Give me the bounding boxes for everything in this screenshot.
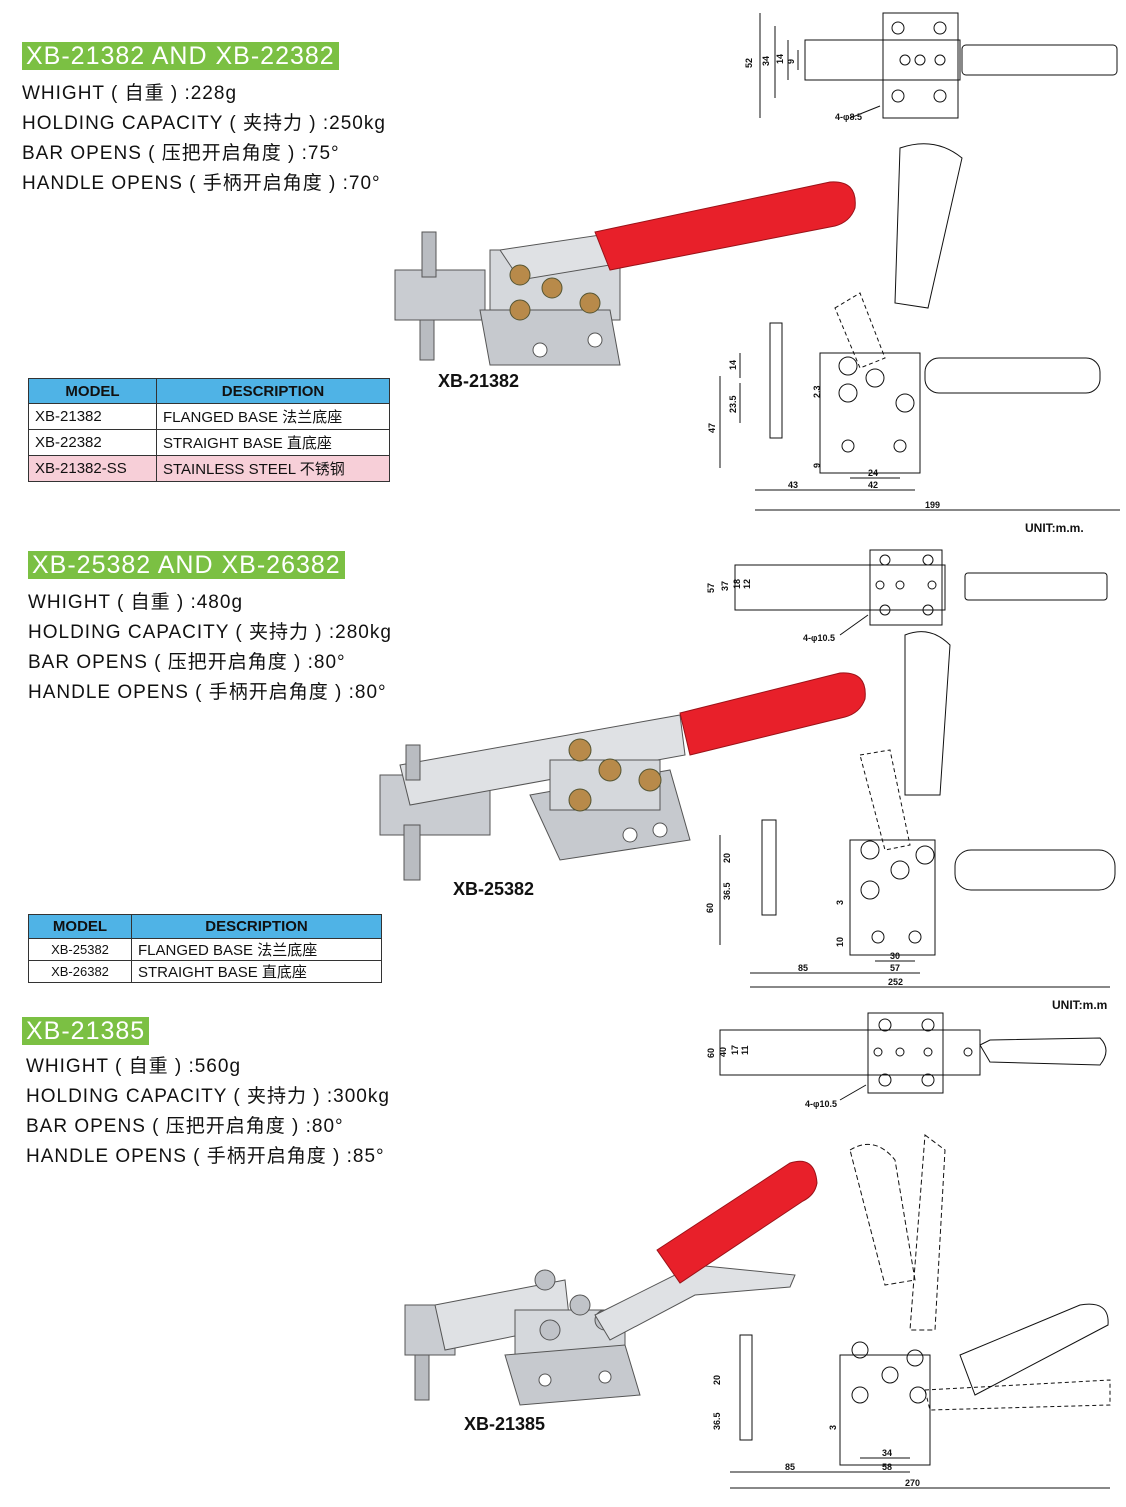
table-header-model: MODEL	[28, 914, 132, 939]
svg-text:14: 14	[775, 54, 785, 64]
svg-text:43: 43	[788, 480, 798, 490]
spec-weight: WHIGHT ( 自重 ) :480g	[28, 592, 244, 613]
svg-text:34: 34	[882, 1448, 892, 1458]
svg-text:11: 11	[740, 1045, 750, 1055]
svg-text:34: 34	[761, 56, 771, 66]
technical-drawing-1: 52 34 14 9 4-φ8.5 47 14 23.5 2.3 9 43 42…	[707, 12, 1120, 511]
svg-text:199: 199	[925, 500, 940, 510]
svg-text:47: 47	[707, 423, 717, 433]
svg-text:2.3: 2.3	[812, 385, 822, 398]
spec-bar-opens: BAR OPENS ( 压把开启角度 ) :80°	[28, 652, 346, 673]
unit-label-2: UNIT:m.m	[1052, 998, 1108, 1012]
svg-text:36.5: 36.5	[712, 1412, 722, 1430]
svg-text:85: 85	[798, 963, 808, 973]
model-table-1: MODEL DESCRIPTION XB-21382 FLANGED BASE …	[28, 378, 390, 482]
svg-text:3: 3	[835, 900, 845, 905]
svg-text:85: 85	[785, 1462, 795, 1472]
svg-text:30: 30	[890, 951, 900, 961]
clamp-photo-2	[379, 672, 866, 881]
spec-weight: WHIGHT ( 自重 ) :228g	[22, 83, 238, 104]
section-3-specs: WHIGHT ( 自重 ) :560g HOLDING CAPACITY ( 夹…	[26, 1052, 390, 1172]
svg-text:3: 3	[828, 1425, 838, 1430]
svg-text:40: 40	[718, 1047, 728, 1057]
spec-handle-opens: HANDLE OPENS ( 手柄开启角度 ) :85°	[26, 1146, 385, 1167]
table-row: XB-21382 FLANGED BASE 法兰底座	[28, 403, 390, 430]
svg-text:58: 58	[882, 1462, 892, 1472]
svg-text:9: 9	[786, 59, 796, 64]
spec-bar-opens: BAR OPENS ( 压把开启角度 ) :80°	[26, 1116, 344, 1137]
svg-text:20: 20	[722, 853, 732, 863]
table-row-highlighted: XB-21382-SS STAINLESS STEEL 不锈钢	[28, 455, 390, 482]
section-2-title: XB-25382 AND XB-26382	[28, 551, 345, 579]
table-header-model: MODEL	[28, 378, 157, 404]
svg-text:17: 17	[730, 1045, 740, 1055]
section-3-title: XB-21385	[22, 1017, 150, 1045]
spec-weight: WHIGHT ( 自重 ) :560g	[26, 1056, 242, 1077]
table-row: XB-26382 STRAIGHT BASE 直底座	[28, 960, 382, 983]
svg-text:57: 57	[890, 963, 900, 973]
svg-text:20: 20	[712, 1375, 722, 1385]
clamp-photo-1	[394, 181, 856, 366]
svg-text:36.5: 36.5	[722, 882, 732, 900]
spec-handle-opens: HANDLE OPENS ( 手柄开启角度 ) :70°	[22, 173, 381, 194]
svg-text:52: 52	[744, 58, 754, 68]
spec-handle-opens: HANDLE OPENS ( 手柄开启角度 ) :80°	[28, 682, 387, 703]
svg-text:10: 10	[835, 937, 845, 947]
svg-text:60: 60	[705, 903, 715, 913]
svg-text:12: 12	[742, 579, 752, 589]
svg-text:14: 14	[728, 360, 738, 370]
table-header-description: DESCRIPTION	[131, 914, 382, 939]
product-label-2: XB-25382	[453, 879, 535, 899]
section-1-title: XB-21382 AND XB-22382	[22, 42, 339, 70]
technical-drawing-3: 60 40 17 11 4-φ10.5 20 36.5 3 85 58 34 2…	[706, 1012, 1111, 1489]
spec-holding-capacity: HOLDING CAPACITY ( 夹持力 ) :280kg	[28, 622, 392, 643]
table-row: XB-22382 STRAIGHT BASE 直底座	[28, 429, 390, 456]
spec-holding-capacity: HOLDING CAPACITY ( 夹持力 ) :250kg	[22, 113, 386, 134]
section-1-specs: WHIGHT ( 自重 ) :228g HOLDING CAPACITY ( 夹…	[22, 79, 386, 199]
svg-text:57: 57	[706, 583, 716, 593]
technical-drawing-2: 57 37 18 12 4-φ10.5 60 20 36.5 3 10 85 5…	[705, 549, 1116, 988]
table-header-description: DESCRIPTION	[156, 378, 390, 404]
svg-text:4-φ10.5: 4-φ10.5	[803, 633, 835, 643]
svg-text:252: 252	[888, 977, 903, 987]
svg-text:18: 18	[732, 579, 742, 589]
spec-bar-opens: BAR OPENS ( 压把开启角度 ) :75°	[22, 143, 340, 164]
svg-text:24: 24	[868, 468, 878, 478]
product-label-3: XB-21385	[464, 1414, 546, 1434]
clamp-photo-3	[404, 1160, 818, 1406]
unit-label-1: UNIT:m.m.	[1025, 521, 1084, 535]
svg-text:9: 9	[812, 463, 822, 468]
svg-text:60: 60	[706, 1048, 716, 1058]
svg-text:4-φ10.5: 4-φ10.5	[805, 1099, 837, 1109]
svg-text:4-φ8.5: 4-φ8.5	[835, 112, 862, 122]
product-label-1: XB-21382	[438, 371, 520, 391]
svg-text:37: 37	[720, 581, 730, 591]
svg-text:23.5: 23.5	[728, 395, 738, 413]
svg-text:42: 42	[868, 480, 878, 490]
svg-text:270: 270	[905, 1478, 920, 1488]
table-row: XB-25382 FLANGED BASE 法兰底座	[28, 938, 382, 961]
spec-holding-capacity: HOLDING CAPACITY ( 夹持力 ) :300kg	[26, 1086, 390, 1107]
model-table-2: MODEL DESCRIPTION XB-25382 FLANGED BASE …	[28, 914, 382, 983]
section-2-specs: WHIGHT ( 自重 ) :480g HOLDING CAPACITY ( 夹…	[28, 588, 392, 708]
